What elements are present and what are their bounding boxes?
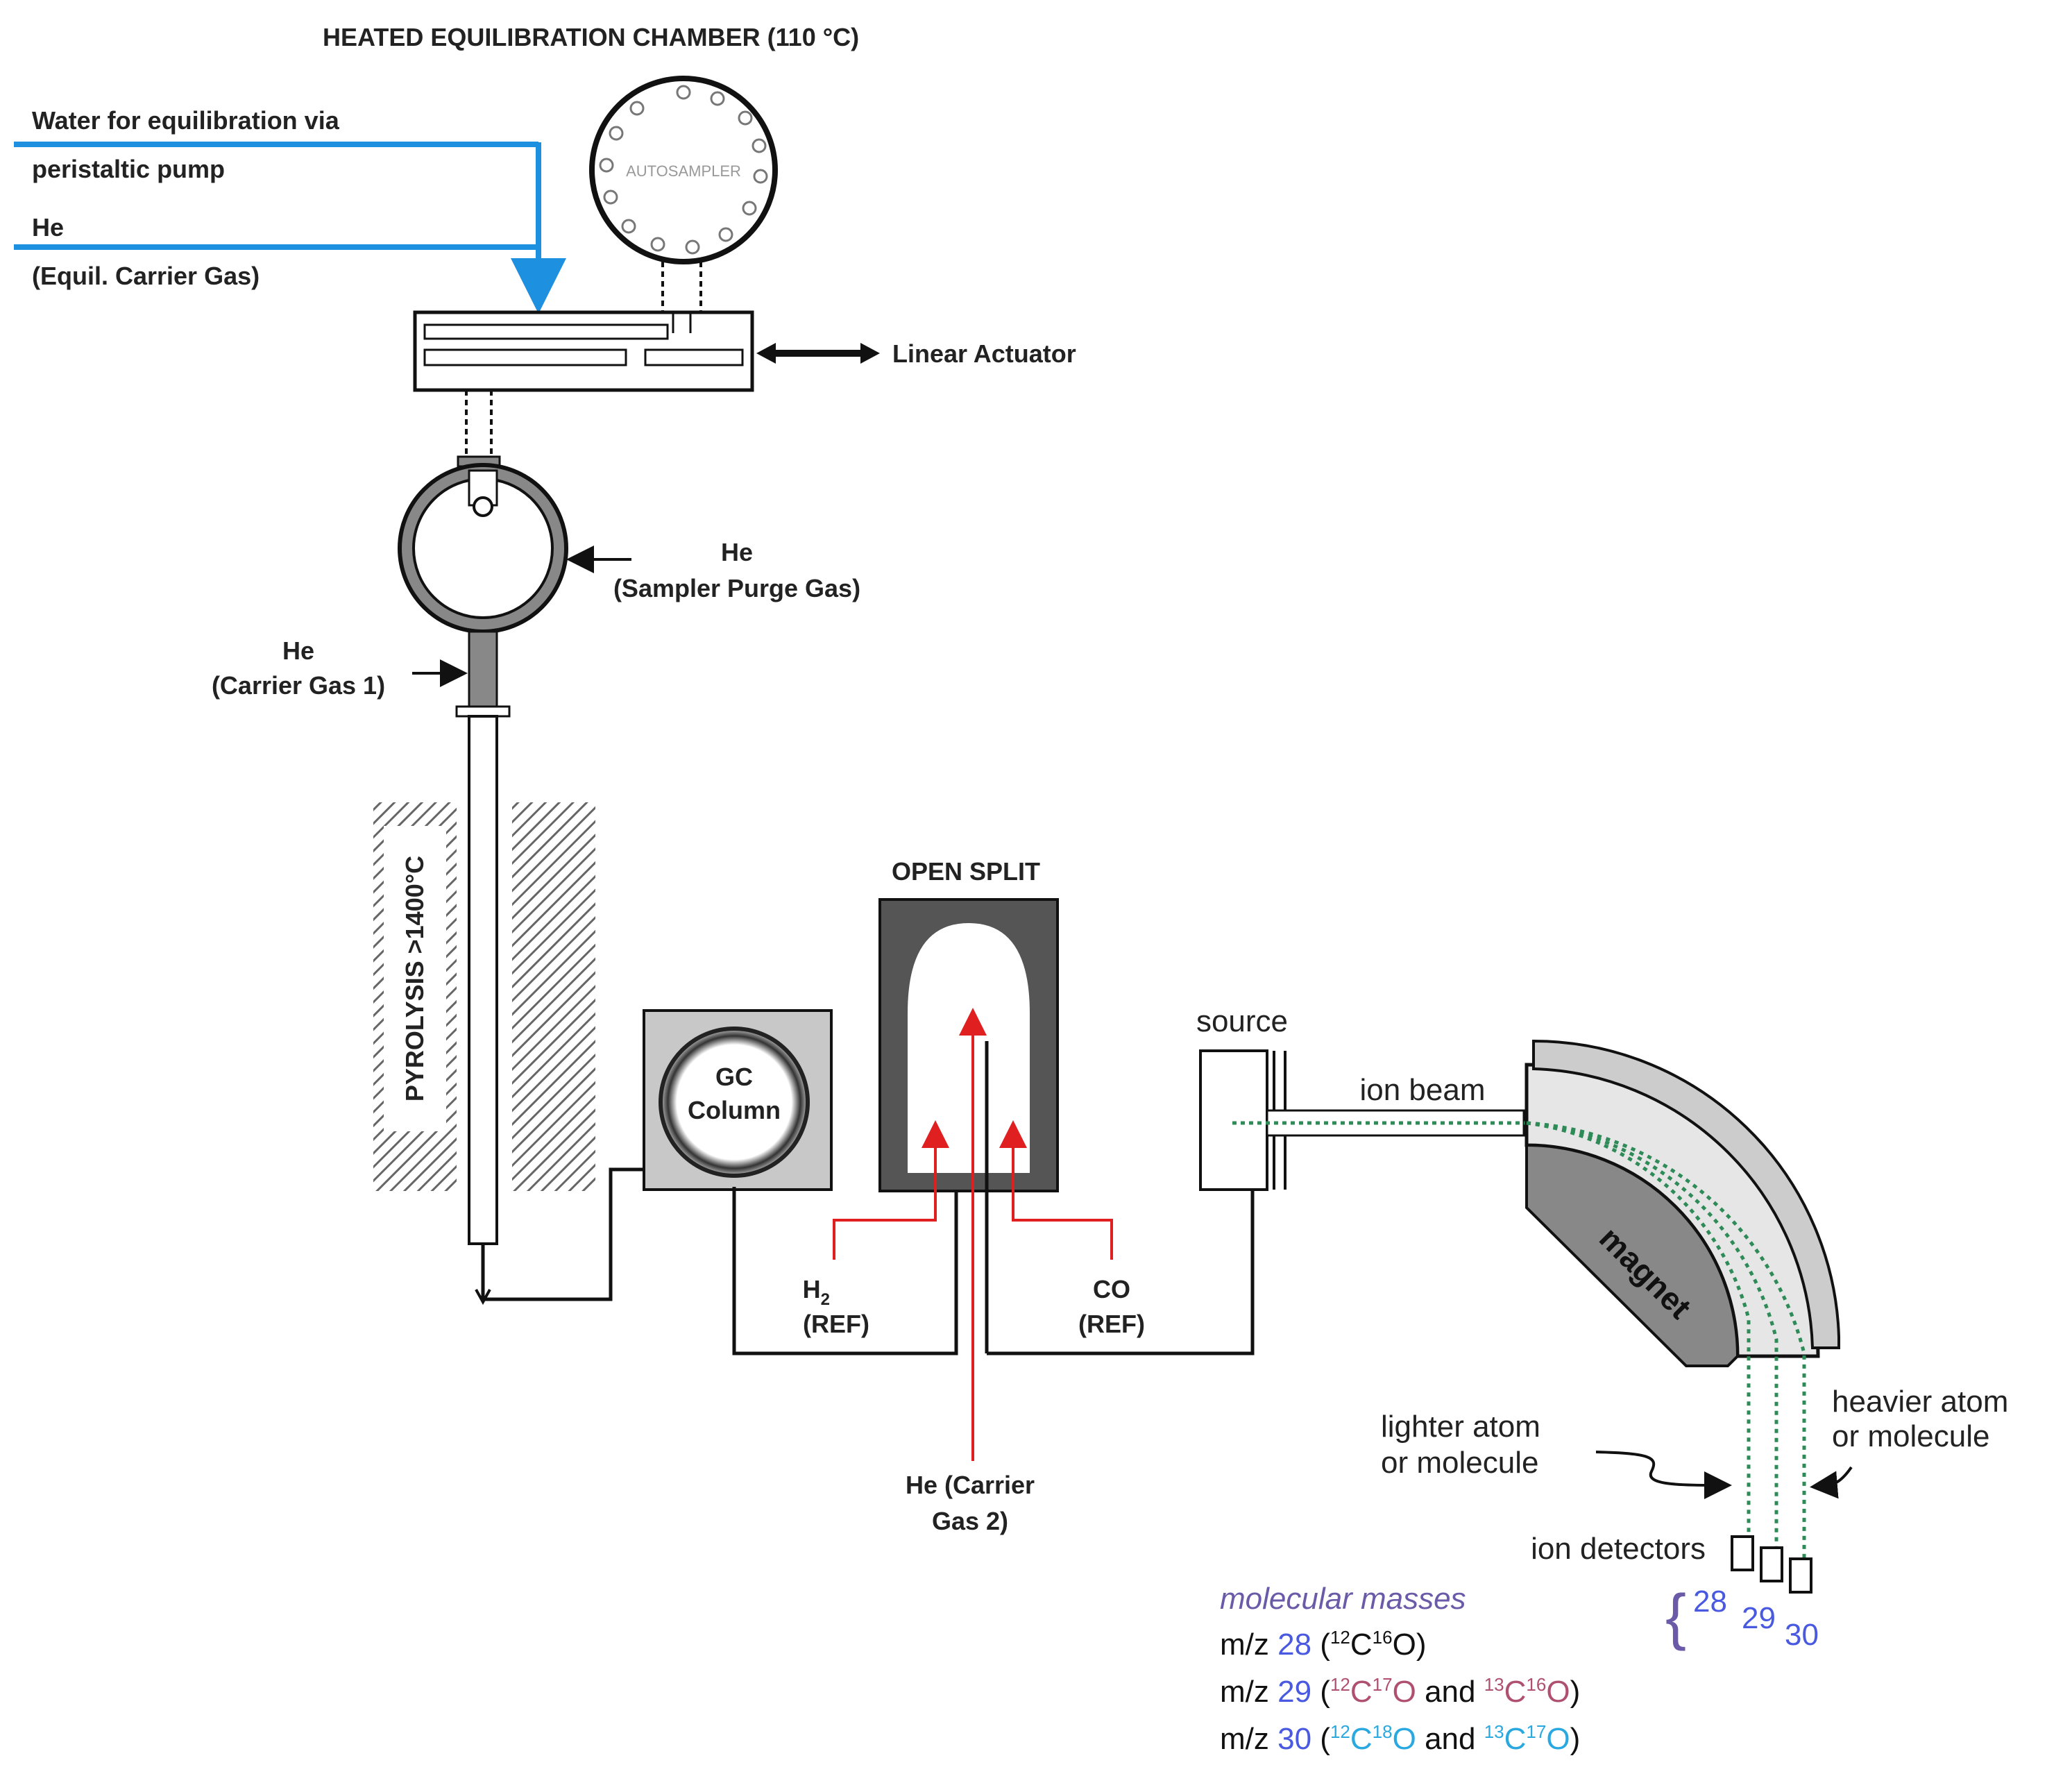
sampler-valve xyxy=(398,455,568,718)
h2-ref-line xyxy=(833,1120,949,1260)
he-carrier2-label-line2: Gas 2) xyxy=(932,1507,1008,1535)
autosampler-vials xyxy=(599,85,768,255)
detector-mass-28: 28 xyxy=(1693,1585,1727,1619)
open-split xyxy=(878,898,1059,1192)
he-purge-label-line1: He xyxy=(721,538,753,566)
gc-column: GC Column xyxy=(643,1009,833,1191)
water-label-line2: peristaltic pump xyxy=(32,155,225,183)
he-carrier2-label-line1: He (Carrier xyxy=(906,1471,1035,1499)
he-carrier1-label-line1: He xyxy=(282,636,314,665)
lighter-label-line1: lighter atom xyxy=(1381,1410,1540,1444)
detector-mass-30: 30 xyxy=(1785,1618,1819,1652)
autosampler-label: AUTOSAMPLER xyxy=(626,162,741,180)
ion-source xyxy=(1199,1049,1286,1191)
co-ref-label: (REF) xyxy=(1078,1310,1145,1338)
source-label: source xyxy=(1196,1004,1288,1038)
mz-30-line: m/z 30 (12C18O and 13C17O) xyxy=(1220,1721,1580,1756)
water-and-he-feed-lines xyxy=(14,142,566,314)
co-ref-line xyxy=(999,1120,1113,1260)
he-purge-label-line2: (Sampler Purge Gas) xyxy=(613,574,860,602)
open-split-label: OPEN SPLIT xyxy=(892,857,1040,886)
heavier-label-line2: or molecule xyxy=(1832,1419,1989,1453)
mass-bracket-icon: { xyxy=(1665,1582,1686,1652)
chamber-title: HEATED EQUILIBRATION CHAMBER (110 °C) xyxy=(323,23,859,51)
autosampler: AUTOSAMPLER xyxy=(589,76,778,312)
linear-actuator-arrow xyxy=(756,343,880,364)
equilibration-slider-block xyxy=(413,310,754,392)
h2-ref-label: (REF) xyxy=(803,1310,869,1338)
lighter-label-line2: or molecule xyxy=(1381,1446,1538,1480)
molecular-masses-heading: molecular masses xyxy=(1220,1582,1466,1616)
gc-label-line1: GC xyxy=(715,1063,753,1091)
ion-beam-label: ion beam xyxy=(1359,1073,1485,1107)
pyrolysis-label: PYROLYSIS >1400°C xyxy=(400,856,429,1101)
he-equil-label-line1: He xyxy=(32,213,64,242)
mz-29-line: m/z 29 (12C17O and 13C16O) xyxy=(1220,1674,1580,1709)
he-carrier1-label-line2: (Carrier Gas 1) xyxy=(212,671,385,700)
detector-mass-29: 29 xyxy=(1742,1601,1776,1635)
magnet: magnet xyxy=(1525,1039,1840,1367)
ion-beam-tube xyxy=(1232,1109,1527,1137)
water-label-line1: Water for equilibration via xyxy=(32,106,340,135)
he-equil-label-line2: (Equil. Carrier Gas) xyxy=(32,262,260,290)
ion-detectors xyxy=(1731,1535,1812,1594)
h2-label: H2 xyxy=(803,1275,830,1309)
co-label: CO xyxy=(1093,1275,1130,1303)
heavier-label-line1: heavier atom xyxy=(1832,1385,2008,1419)
ion-detectors-label: ion detectors xyxy=(1531,1532,1706,1566)
mz-28-line: m/z 28 (12C16O) xyxy=(1220,1627,1426,1662)
linear-actuator-label: Linear Actuator xyxy=(892,339,1076,368)
pyrolysis-furnace: PYROLYSIS >1400°C xyxy=(373,715,595,1245)
gc-label-line2: Column xyxy=(688,1096,781,1124)
ion-paths xyxy=(1526,1121,1806,1562)
